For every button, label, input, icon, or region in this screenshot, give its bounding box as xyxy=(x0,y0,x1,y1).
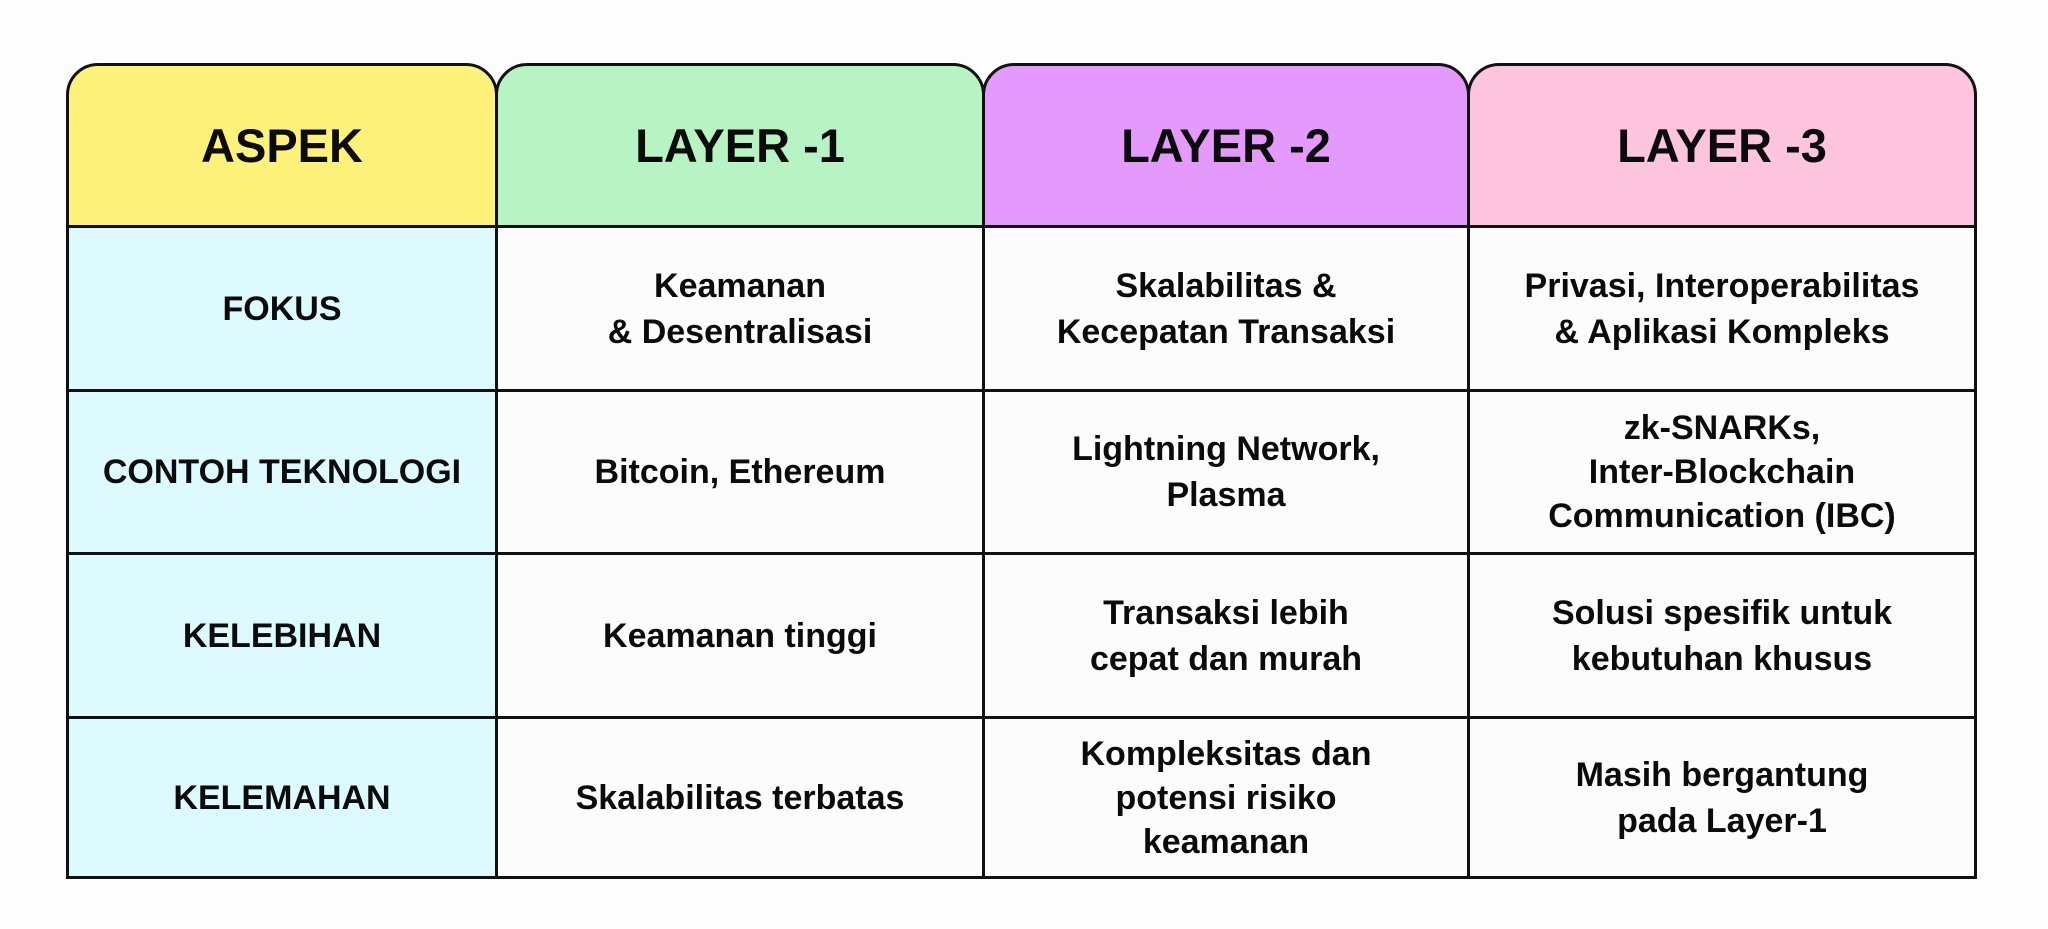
aspect-label: FOKUS xyxy=(222,289,342,328)
header-layer-1: LAYER -1 xyxy=(495,63,985,228)
header-aspek-label: ASPEK xyxy=(201,119,363,172)
header-layer-2: LAYER -2 xyxy=(982,63,1470,228)
table-cell-kelemahan-layer1: Skalabilitas terbatas xyxy=(495,716,985,879)
table-cell-kelebihan-layer3: Solusi spesifik untuk kebutuhan khusus xyxy=(1467,552,1977,719)
header-layer-3-label: LAYER -3 xyxy=(1617,119,1827,172)
cell-text: Skalabilitas & Kecepatan Transaksi xyxy=(1056,266,1396,351)
table-cell-kelebihan-layer1: Keamanan tinggi xyxy=(495,552,985,719)
cell-text: Kompleksitas dan potensi risiko keamanan xyxy=(1080,734,1372,861)
table-cell-contoh-layer3: zk-SNARKs, Inter-Blockchain Communicatio… xyxy=(1467,389,1977,555)
cell-text: Solusi spesifik untuk kebutuhan khusus xyxy=(1551,593,1893,678)
header-aspek: ASPEK xyxy=(66,63,498,228)
table-cell-fokus-layer3: Privasi, Interoperabilitas & Aplikasi Ko… xyxy=(1467,225,1977,392)
table-row-fokus-aspect: FOKUS xyxy=(66,225,498,392)
aspect-label: CONTOH TEKNOLOGI xyxy=(102,453,462,491)
header-layer-2-label: LAYER -2 xyxy=(1121,119,1331,172)
cell-text: Privasi, Interoperabilitas & Aplikasi Ko… xyxy=(1524,266,1920,351)
table-cell-fokus-layer1: Keamanan & Desentralisasi xyxy=(495,225,985,392)
cell-text: Transaksi lebih cepat dan murah xyxy=(1089,593,1363,678)
table-row-contoh-aspect: CONTOH TEKNOLOGI xyxy=(66,389,498,555)
table-cell-kelemahan-layer3: Masih bergantung pada Layer-1 xyxy=(1467,716,1977,879)
cell-text: Bitcoin, Ethereum xyxy=(594,453,886,491)
aspect-label: KELEBIHAN xyxy=(182,616,382,655)
table-row-kelebihan-aspect: KELEBIHAN xyxy=(66,552,498,719)
table-cell-kelemahan-layer2: Kompleksitas dan potensi risiko keamanan xyxy=(982,716,1470,879)
table-cell-contoh-layer1: Bitcoin, Ethereum xyxy=(495,389,985,555)
table-row-kelemahan-aspect: KELEMAHAN xyxy=(66,716,498,879)
cell-text: Keamanan tinggi xyxy=(603,616,877,655)
header-layer-1-label: LAYER -1 xyxy=(635,119,845,172)
comparison-table: ASPEK LAYER -1 LAYER -2 LAYER -3 FOKUS K… xyxy=(66,63,1977,879)
table-cell-kelebihan-layer2: Transaksi lebih cepat dan murah xyxy=(982,552,1470,719)
header-layer-3: LAYER -3 xyxy=(1467,63,1977,228)
cell-text: zk-SNARKs, Inter-Blockchain Communicatio… xyxy=(1548,409,1896,535)
cell-text: Masih bergantung pada Layer-1 xyxy=(1575,755,1869,840)
table-cell-contoh-layer2: Lightning Network, Plasma xyxy=(982,389,1470,555)
cell-text: Skalabilitas terbatas xyxy=(575,778,905,817)
aspect-label: KELEMAHAN xyxy=(173,778,391,817)
cell-text: Lightning Network, Plasma xyxy=(1072,430,1380,514)
cell-text: Keamanan & Desentralisasi xyxy=(607,266,873,351)
table-cell-fokus-layer2: Skalabilitas & Kecepatan Transaksi xyxy=(982,225,1470,392)
